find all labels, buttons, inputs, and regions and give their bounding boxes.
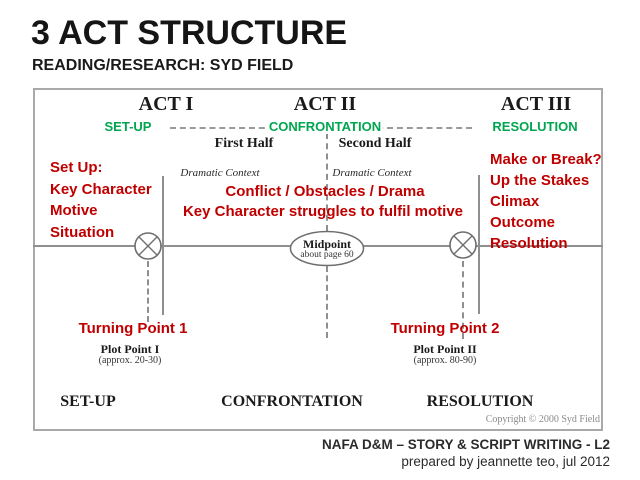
act2-conflict-line: Conflict / Obstacles / Drama <box>225 183 425 200</box>
act3-note-line: Up the Stakes <box>490 172 590 189</box>
bottom-confrontation-label: CONFRONTATION <box>221 393 363 410</box>
act3-note-line: Outcome <box>490 214 556 231</box>
act1-header: ACT I <box>138 93 194 115</box>
plot-point-2-label: Plot Point II <box>413 342 477 356</box>
act1-subheader: SET-UP <box>102 119 154 134</box>
midpoint-note: about page 60 <box>300 250 354 260</box>
midpoint-dashed-line-upper <box>326 133 328 231</box>
turning-point-2-marker-icon <box>449 231 477 259</box>
bottom-setup-label: SET-UP <box>60 393 116 410</box>
act2-subheader: CONFRONTATION <box>266 119 384 134</box>
footer-course-line: NAFA D&M – STORY & SCRIPT WRITING - L2 <box>321 437 610 452</box>
page-subtitle: READING/RESEARCH: SYD FIELD <box>32 57 294 74</box>
turning-point-2-label: Turning Point 2 <box>390 320 500 337</box>
act3-subheader: RESOLUTION <box>490 119 580 134</box>
second-half-label: Second Half <box>338 136 412 151</box>
act3-header: ACT III <box>500 93 572 115</box>
first-half-label: First Half <box>214 136 274 151</box>
dramatic-context-left: Dramatic Context <box>180 167 260 179</box>
plot-point-2-approx: (approx. 80-90) <box>413 355 477 366</box>
midpoint-label: Midpoint <box>302 237 352 251</box>
act2-header: ACT II <box>293 93 357 115</box>
act1-note-line: Set Up: <box>50 159 103 176</box>
act3-note-line: Make or Break? <box>490 151 602 168</box>
copyright-text: Copyright © 2000 Syd Field <box>485 414 600 425</box>
plot-point-1-approx: (approx. 20-30) <box>98 355 162 366</box>
act2-act3-divider-line <box>478 175 480 314</box>
act1-act2-divider-line <box>162 176 164 315</box>
act1-notes: Set Up: Key Character Motive Situation <box>50 157 152 243</box>
act1-note-line: Key Character <box>50 180 152 198</box>
act2-struggle-line: Key Character struggles to fulfil motive <box>182 203 464 220</box>
act3-note-line: Climax <box>490 193 540 210</box>
midpoint-dashed-line-lower <box>326 266 328 338</box>
plot-point-1-label: Plot Point I <box>100 342 160 356</box>
bottom-resolution-label: RESOLUTION <box>426 393 534 410</box>
turning-point-2-dashed-line <box>462 261 464 339</box>
midpoint-ellipse <box>289 230 365 267</box>
act1-note-line: Situation <box>50 223 115 241</box>
turning-point-1-marker-icon <box>134 232 162 260</box>
act3-notes: Make or Break? Up the Stakes Climax Outc… <box>490 149 602 254</box>
act1-note-line: Motive <box>50 202 98 219</box>
turning-point-1-label: Turning Point 1 <box>78 320 188 337</box>
footer-prepared-line: prepared by jeannette teo, jul 2012 <box>401 454 610 469</box>
dramatic-context-right: Dramatic Context <box>332 167 412 179</box>
act3-note-line: Resolution <box>490 235 568 252</box>
page-title: 3 ACT STRUCTURE <box>31 14 348 52</box>
turning-point-1-dashed-line <box>147 261 149 322</box>
